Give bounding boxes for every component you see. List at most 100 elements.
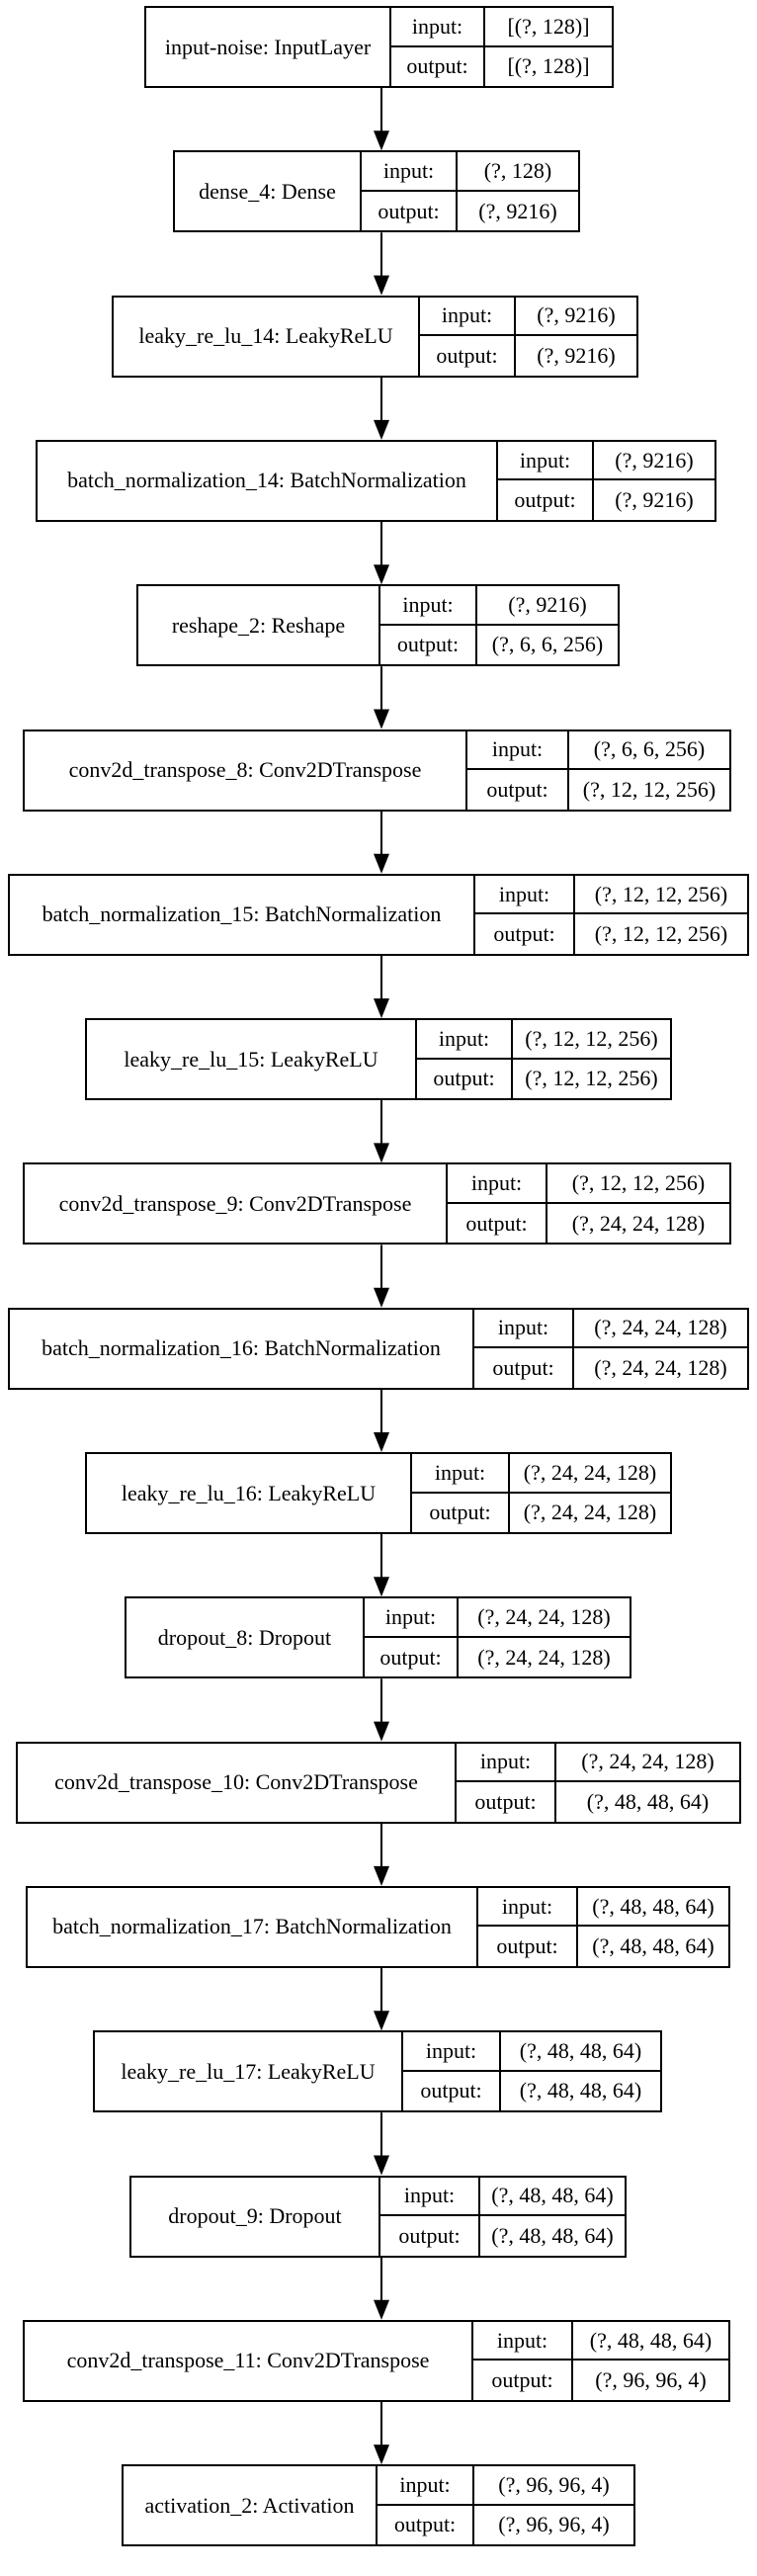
input-label: input: — [380, 2177, 480, 2216]
output-shape: (?, 48, 48, 64) — [592, 1933, 715, 1959]
output-label: output: — [474, 1348, 574, 1388]
arrowhead-14 — [374, 2011, 389, 2031]
output-shape: (?, 12, 12, 256) — [582, 776, 716, 802]
layer-io-table: input: (?, 48, 48, 64) output: (?, 96, 9… — [473, 2321, 728, 2400]
layer-io-table: input: (?, 12, 12, 256) output: (?, 24, … — [448, 1164, 729, 1244]
input-shape: (?, 128) — [458, 152, 578, 192]
input-shape: (?, 12, 12, 256) — [575, 876, 747, 915]
layer-node-16: dropout_9: Dropout input: (?, 48, 48, 64… — [129, 2175, 627, 2258]
layer-node-13: conv2d_transpose_10: Conv2DTranspose inp… — [16, 1741, 741, 1824]
layer-node-11: leaky_re_lu_16: LeakyReLU input: (?, 24,… — [85, 1452, 672, 1534]
output-shape: (?, 48, 48, 64) — [586, 1788, 710, 1814]
input-label: input: — [448, 1164, 547, 1204]
arrowhead-9 — [374, 1287, 389, 1308]
output-label: output: — [378, 2505, 474, 2545]
input-label: input: — [417, 1020, 513, 1060]
input-label: input: — [403, 2032, 501, 2072]
input-label: input: — [362, 152, 458, 192]
layer-io-table: input: [(?, 128)] output: [(?, 128)] — [391, 8, 612, 86]
output-shape: (?, 24, 24, 128) — [594, 1354, 727, 1380]
arrowhead-7 — [374, 998, 389, 1019]
layer-io-table: input: (?, 48, 48, 64) output: (?, 48, 4… — [380, 2177, 625, 2256]
input-shape: (?, 6, 6, 256) — [569, 731, 729, 770]
input-label: input: — [478, 1887, 578, 1928]
layer-name: conv2d_transpose_10: Conv2DTranspose — [18, 1743, 457, 1822]
input-shape: (?, 12, 12, 256) — [547, 1164, 729, 1204]
input-label: input: — [420, 297, 516, 337]
input-shape: (?, 48, 48, 64) — [573, 2322, 728, 2361]
output-shape: (?, 96, 96, 4) — [595, 2367, 707, 2393]
layer-node-9: conv2d_transpose_9: Conv2DTranspose inpu… — [23, 1162, 731, 1245]
layer-name: activation_2: Activation — [124, 2466, 378, 2545]
output-label: output: — [467, 770, 569, 810]
layer-node-7: batch_normalization_15: BatchNormalizati… — [8, 873, 749, 956]
output-shape: (?, 24, 24, 128) — [523, 1500, 657, 1525]
layer-name: conv2d_transpose_9: Conv2DTranspose — [25, 1164, 448, 1244]
arrowhead-4 — [374, 564, 389, 585]
output-shape: (?, 12, 12, 256) — [525, 1066, 658, 1091]
layer-io-table: input: (?, 48, 48, 64) output: (?, 48, 4… — [478, 1887, 728, 1966]
layer-io-table: input: (?, 9216) output: (?, 9216) — [498, 441, 715, 520]
input-label: input: — [378, 2466, 474, 2506]
output-shape: (?, 48, 48, 64) — [519, 2078, 642, 2104]
output-shape: (?, 12, 12, 256) — [594, 921, 728, 947]
layer-name: dropout_9: Dropout — [131, 2177, 380, 2256]
layer-io-table: input: (?, 9216) output: (?, 6, 6, 256) — [380, 586, 618, 665]
layer-io-table: input: (?, 12, 12, 256) output: (?, 12, … — [417, 1020, 670, 1099]
output-label: output: — [412, 1493, 510, 1532]
layer-name: leaky_re_lu_16: LeakyReLU — [87, 1454, 412, 1532]
input-label: input: — [457, 1743, 556, 1783]
input-label: input: — [474, 1309, 574, 1349]
layer-name: batch_normalization_15: BatchNormalizati… — [10, 875, 475, 954]
input-shape: (?, 48, 48, 64) — [480, 2178, 625, 2216]
layer-name: batch_normalization_16: BatchNormalizati… — [10, 1309, 474, 1388]
input-shape: (?, 9216) — [594, 442, 715, 481]
input-label: input: — [475, 875, 575, 915]
layer-name: conv2d_transpose_8: Conv2DTranspose — [25, 730, 467, 810]
input-label: input: — [498, 441, 594, 481]
layer-io-table: input: (?, 6, 6, 256) output: (?, 12, 12… — [467, 730, 729, 810]
output-shape: (?, 9216) — [478, 198, 557, 223]
layer-node-3: leaky_re_lu_14: LeakyReLU input: (?, 921… — [112, 295, 638, 378]
input-label: input: — [473, 2321, 573, 2361]
layer-node-5: reshape_2: Reshape input: (?, 9216) outp… — [136, 584, 620, 667]
layer-node-8: leaky_re_lu_15: LeakyReLU input: (?, 12,… — [85, 1018, 672, 1101]
output-label: output: — [403, 2071, 501, 2111]
output-label: output: — [365, 1637, 459, 1677]
layer-name: conv2d_transpose_11: Conv2DTranspose — [25, 2321, 473, 2400]
output-label: output: — [457, 1782, 556, 1822]
input-shape: (?, 48, 48, 64) — [501, 2032, 660, 2072]
output-shape: (?, 9216) — [537, 342, 616, 368]
output-label: output: — [362, 191, 458, 231]
layer-node-4: batch_normalization_14: BatchNormalizati… — [36, 439, 716, 522]
arrowhead-5 — [374, 709, 389, 730]
input-shape: (?, 24, 24, 128) — [574, 1310, 747, 1349]
arrowhead-2 — [374, 275, 389, 296]
input-label: input: — [467, 730, 569, 770]
layer-node-12: dropout_8: Dropout input: (?, 24, 24, 12… — [125, 1596, 631, 1679]
arrowhead-16 — [374, 2299, 389, 2320]
output-label: output: — [380, 2216, 480, 2256]
input-shape: (?, 48, 48, 64) — [578, 1888, 728, 1928]
layer-name: leaky_re_lu_17: LeakyReLU — [95, 2032, 403, 2111]
input-shape: (?, 24, 24, 128) — [510, 1454, 670, 1494]
output-label: output: — [380, 625, 477, 665]
layer-node-1: input-noise: InputLayer input: [(?, 128)… — [144, 6, 614, 88]
input-label: input: — [391, 8, 485, 47]
arrowhead-17 — [374, 2445, 389, 2465]
output-label: output: — [473, 2361, 573, 2400]
arrowhead-13 — [374, 1865, 389, 1886]
layer-node-17: conv2d_transpose_11: Conv2DTranspose inp… — [23, 2319, 730, 2402]
output-shape: (?, 48, 48, 64) — [491, 2222, 614, 2248]
layer-io-table: input: (?, 24, 24, 128) output: (?, 48, … — [457, 1743, 739, 1822]
input-shape: (?, 24, 24, 128) — [556, 1744, 739, 1783]
output-shape: (?, 24, 24, 128) — [571, 1210, 706, 1236]
layer-io-table: input: (?, 24, 24, 128) output: (?, 24, … — [474, 1309, 747, 1388]
layer-node-14: batch_normalization_17: BatchNormalizati… — [26, 1885, 730, 1968]
layer-node-18: activation_2: Activation input: (?, 96, … — [122, 2464, 635, 2547]
layer-name: dropout_8: Dropout — [126, 1598, 365, 1677]
layer-io-table: input: (?, 9216) output: (?, 9216) — [420, 297, 636, 376]
input-shape: (?, 96, 96, 4) — [474, 2466, 633, 2506]
